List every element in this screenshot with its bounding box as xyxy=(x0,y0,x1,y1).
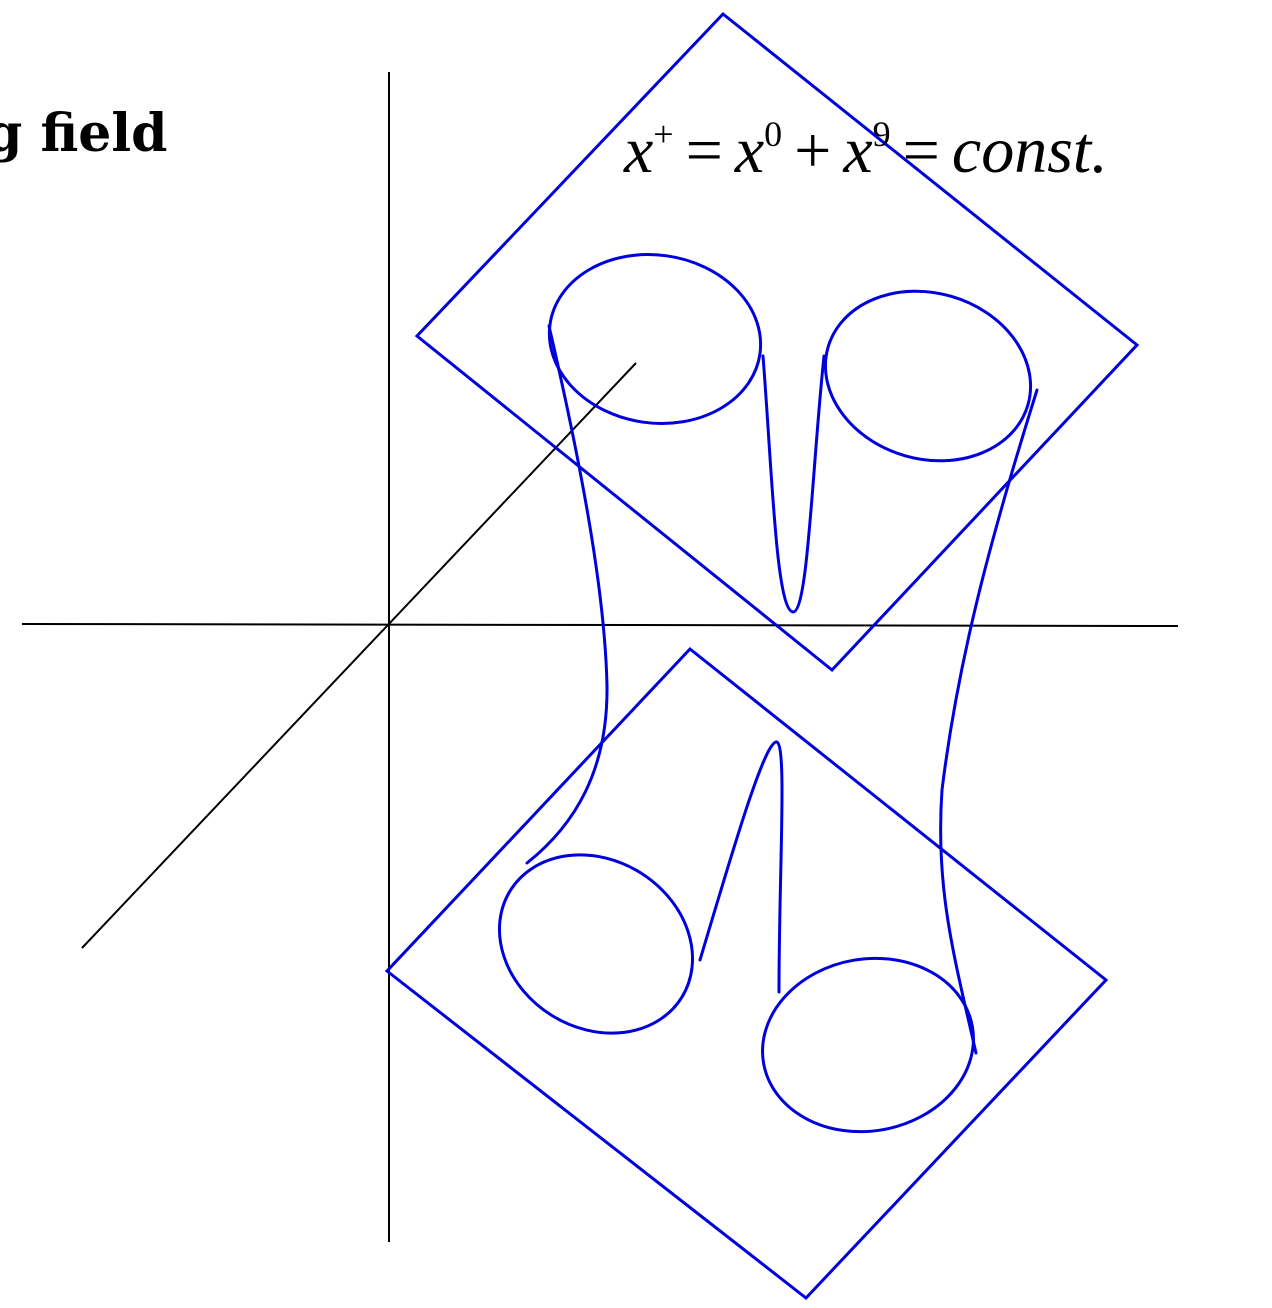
lightcone-equation: x+=x0+x9=const. xyxy=(624,118,1108,184)
lower-inner-cusp xyxy=(700,742,782,992)
lower-right-circle xyxy=(749,942,988,1148)
upper-right-circle xyxy=(805,268,1051,485)
horizontal-axis xyxy=(22,624,1178,626)
equals-sign: = xyxy=(674,114,735,187)
equation-x9: x9 xyxy=(843,114,890,187)
lower-left-circle xyxy=(466,819,726,1069)
equation-x-plus: x+ xyxy=(624,114,674,187)
equation-const: const. xyxy=(952,114,1108,187)
partial-label: g field xyxy=(0,108,167,160)
plus-sign: + xyxy=(782,114,843,187)
upper-left-circle xyxy=(538,241,771,437)
upper-sheet xyxy=(417,14,1137,670)
equation-x0: x0 xyxy=(735,114,782,187)
worldsheet-right-boundary xyxy=(941,390,1037,1053)
lower-sheet xyxy=(387,649,1106,1298)
upper-inner-cusp xyxy=(763,356,824,612)
equals-sign-2: = xyxy=(891,114,952,187)
